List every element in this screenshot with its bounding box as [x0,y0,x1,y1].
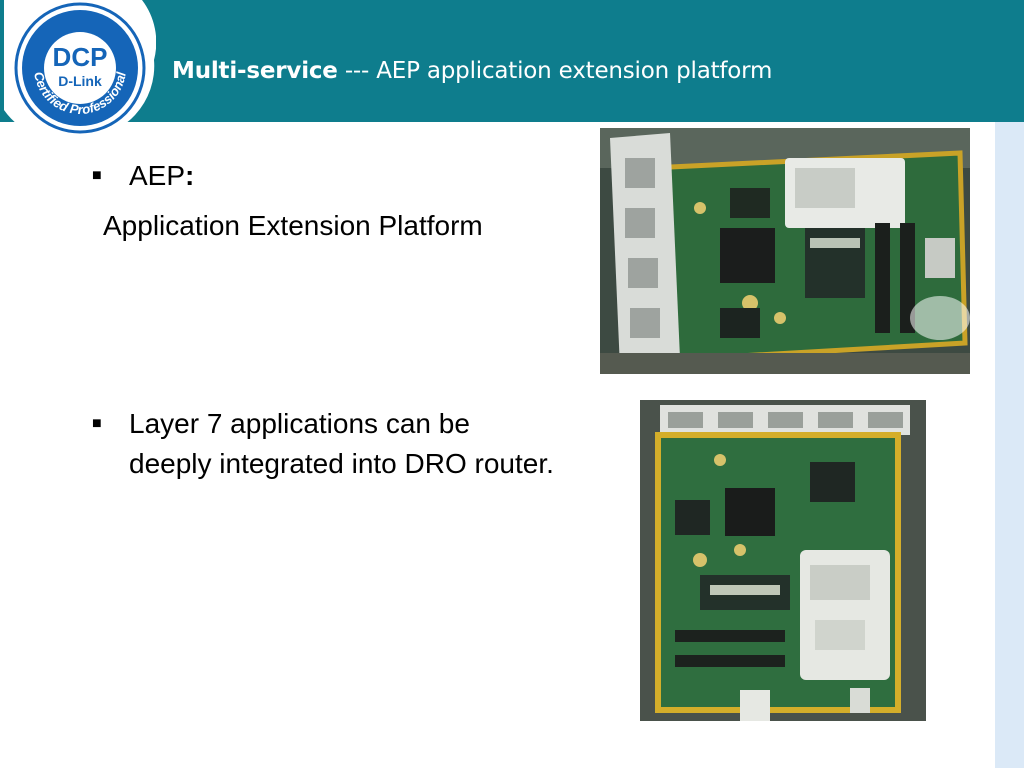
title-bold-part: Multi-service [172,58,338,84]
logo-brand-text: D-Link [58,73,102,89]
aep-expansion-text: Application Extension Platform [103,210,483,241]
slide-title: Multi-service --- AEP application extens… [172,58,772,84]
bullet-aep-label: AEP [129,160,186,191]
aep-board-photo-2 [640,400,926,721]
right-stripe [995,122,1024,768]
title-rest-part: --- AEP application extension platform [337,58,773,84]
aep-board-photo-1 [600,128,970,374]
dcp-dlink-logo: Certified Professional DCP D-Link [4,0,156,138]
bullet-square-icon: ■ [92,415,102,432]
bullet-aep-colon: : [185,160,195,191]
bullet-layer7-text: Layer 7 applications can be deeply integ… [129,408,554,479]
bullet-square-icon: ■ [92,167,102,184]
logo-dcp-text: DCP [53,42,108,72]
header-bar [0,0,1024,122]
